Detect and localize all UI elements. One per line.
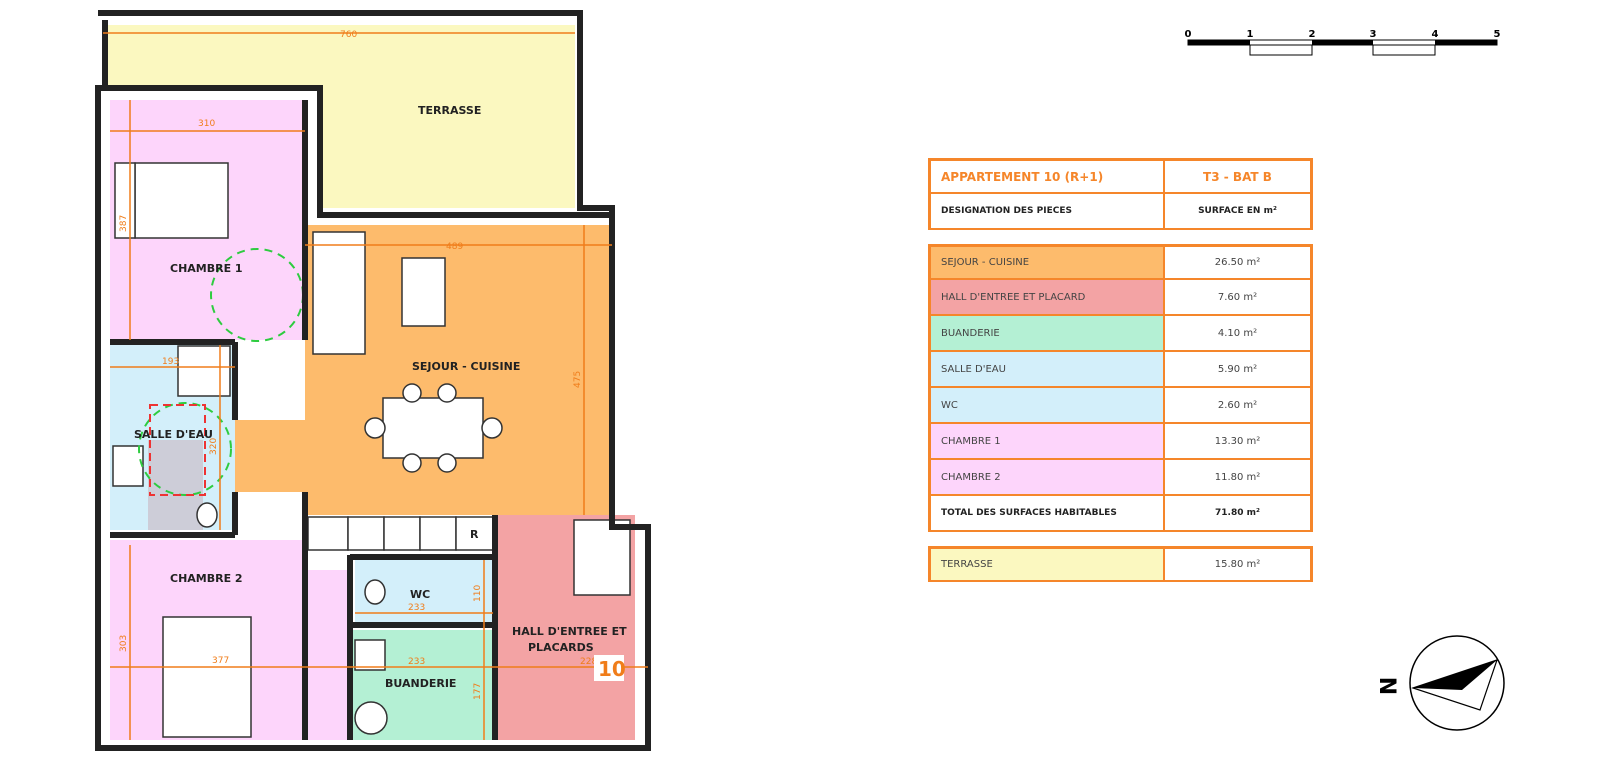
scale-bar: 0 1 2 3 4 5 [1185,29,1501,56]
room-area: 13.30 m² [1214,435,1261,447]
label-sejour: SEJOUR - CUISINE [412,360,520,373]
transfer-zone [149,404,206,496]
column-header-surface: SURFACE EN m² [1198,206,1277,216]
scale-tick-2: 2 [1309,29,1316,40]
dim-110: 110 [473,585,483,602]
kitchen-counter [307,516,494,551]
label-chambre1: CHAMBRE 1 [170,262,243,275]
surface-table: APPARTEMENT 10 (R+1) T3 - BAT B DESIGNAT… [928,158,1313,582]
column-header-rooms: DESIGNATION DES PIECES [931,194,1165,228]
dim-310: 310 [198,119,215,129]
north-label: N [1374,677,1399,695]
apt-number-box [594,655,624,681]
label-chambre2: CHAMBRE 2 [170,572,243,585]
dim-177: 177 [473,683,483,700]
table-row: CHAMBRE 2 11.80 m² [928,460,1313,496]
scale-tick-0: 0 [1185,29,1192,40]
table-header-row: DESIGNATION DES PIECES SURFACE EN m² [928,194,1313,230]
dimension-lines [103,32,648,740]
table-title-row: APPARTEMENT 10 (R+1) T3 - BAT B [928,158,1313,194]
terrasse-area-value: 15.80 m² [1214,559,1261,570]
label-hall-1: HALL D'ENTREE ET [512,625,627,638]
room-name: WC [931,388,1165,422]
compass-icon: N [1374,635,1505,731]
total-area: 71.80 m² [1215,508,1260,518]
dim-377: 377 [212,656,229,666]
walls [95,10,651,751]
dim-303: 303 [119,635,129,652]
table-row: SEJOUR - CUISINE 26.50 m² [928,244,1313,280]
dim-228: 228 [580,657,597,667]
dim-193: 193 [162,357,179,367]
table-row: HALL D'ENTREE ET PLACARD 7.60 m² [928,280,1313,316]
scale-tick-4: 4 [1432,29,1439,40]
table-row: BUANDERIE 4.10 m² [928,316,1313,352]
dim-760: 760 [340,30,357,40]
apartment-type: T3 - BAT B [1203,169,1272,184]
room-name: CHAMBRE 2 [931,460,1165,494]
table-body: SEJOUR - CUISINE 26.50 m² HALL D'ENTREE ET… [928,244,1313,496]
dim-387: 387 [119,215,129,232]
dim-489: 489 [446,242,463,252]
scale-tick-5: 5 [1494,29,1501,40]
dim-233-wc: 233 [408,603,425,613]
room-name: BUANDERIE [931,316,1165,350]
label-hall-2: PLACARDS [528,641,594,654]
label-buanderie: BUANDERIE [385,677,456,690]
terrasse-row: TERRASSE 15.80 m² [928,546,1313,582]
room-name: CHAMBRE 1 [931,424,1165,458]
apartment-title: APPARTEMENT 10 (R+1) [931,161,1165,192]
terrasse-area [105,25,575,208]
table-row: SALLE D'EAU 5.90 m² [928,352,1313,388]
dim-233-buanderie: 233 [408,657,425,667]
total-label: TOTAL DES SURFACES HABITABLES [931,496,1165,530]
apt-number: 10 [598,657,626,681]
dimension-labels: 760 310 387 489 475 193 320 303 377 233 … [119,30,597,700]
table-row: CHAMBRE 1 13.30 m² [928,424,1313,460]
room-area: 11.80 m² [1214,471,1261,483]
label-wc: WC [410,588,430,601]
label-terrasse: TERRASSE [418,104,481,117]
room-name: HALL D'ENTREE ET PLACARD [931,280,1165,314]
label-salle-eau: SALLE D'EAU [134,428,213,441]
room-area: 7.60 m² [1217,291,1258,303]
room-area: 5.90 m² [1217,363,1258,375]
room-name: SEJOUR - CUISINE [931,247,1165,278]
room-name: SALLE D'EAU [931,352,1165,386]
scale-tick-3: 3 [1370,29,1377,40]
furniture [112,162,631,738]
room-area: 4.10 m² [1217,327,1258,339]
scale-tick-1: 1 [1247,29,1254,40]
dim-475: 475 [573,371,583,388]
dim-320: 320 [209,438,219,455]
total-row: TOTAL DES SURFACES HABITABLES 71.80 m² [928,496,1313,532]
room-area: 26.50 m² [1214,257,1261,268]
room-area: 2.60 m² [1217,399,1258,411]
terrasse-name: TERRASSE [931,549,1165,580]
label-fridge: R [470,528,479,541]
table-row: WC 2.60 m² [928,388,1313,424]
